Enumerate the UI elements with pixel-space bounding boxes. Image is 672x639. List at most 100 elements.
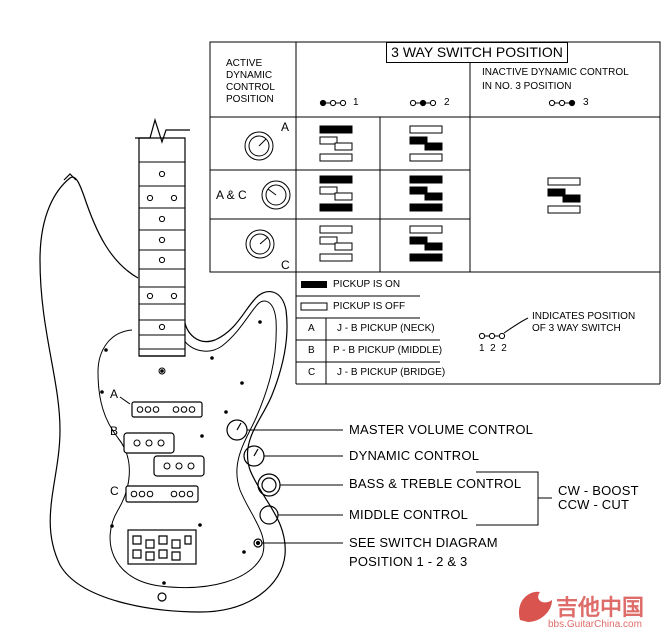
pole-piece (157, 439, 165, 447)
pickup-off-symbol (300, 302, 328, 311)
active-header-line-4: POSITION (226, 94, 274, 105)
middle-control-label: MIDDLE CONTROL (349, 507, 469, 522)
bridge-pickup-state (547, 205, 581, 214)
middle-pickup-lower-state (424, 192, 443, 201)
fret-inlay-dot (158, 323, 166, 331)
pickup-state-grid (319, 125, 581, 262)
middle-pickup-lower-state (334, 242, 353, 251)
switch-indicator-symbol (478, 317, 529, 340)
bridge-pickup-state (409, 253, 443, 262)
neck-pickup-state (409, 175, 443, 184)
bass-treble-knob (257, 473, 281, 497)
middle-pickup-lower-state (424, 142, 443, 151)
row-label-a-and-c: A & C (216, 188, 247, 202)
active-header-line-2: DYNAMIC (226, 70, 273, 81)
three-way-switch (253, 538, 263, 548)
switch-table-title: 3 WAY SWITCH POSITION (386, 42, 568, 63)
row-label-c: C (281, 258, 290, 272)
neck-heel-screw (158, 367, 166, 375)
pole-piece (170, 490, 178, 498)
pickup-b-middle-upper (123, 432, 175, 454)
pole-piece (145, 439, 153, 447)
pickup-label-b: B (110, 424, 119, 438)
bridge-pickup-state (319, 203, 353, 212)
middle-pickup-upper-state (409, 136, 428, 145)
watermark-url: bbs.GuitarChina.com (548, 619, 642, 630)
active-header-line-3: CONTROL (226, 82, 275, 93)
pole-piece (187, 462, 195, 470)
fret-inlay-dot (158, 215, 166, 223)
pickup-b-middle-lower (153, 455, 205, 477)
switch-symbols (319, 99, 576, 107)
bridge-pickup-state (409, 203, 443, 212)
legend-neck-pickup: J - B PICKUP (NECK) (337, 323, 435, 334)
position-2-label: 2 (444, 97, 450, 108)
legend-key-a: A (308, 323, 315, 334)
switch-diagram-label-1: SEE SWITCH DIAGRAM (349, 535, 498, 550)
pole-piece (188, 406, 196, 413)
bass-treble-label: BASS & TREBLE CONTROL (349, 476, 522, 491)
neck-pickup-state (547, 177, 581, 186)
pickup-label-c: C (110, 484, 119, 498)
fret-inlay-dot (146, 194, 154, 202)
inactive-header-line-1: INACTIVE DYNAMIC CONTROL (482, 67, 629, 78)
middle-pickup-lower-state (424, 242, 443, 251)
dynamic-control-label: DYNAMIC CONTROL (349, 448, 480, 463)
pole-piece (172, 406, 180, 413)
middle-pickup-upper-state (319, 136, 338, 145)
master-volume-label: MASTER VOLUME CONTROL (349, 422, 534, 437)
middle-pickup-upper-state (547, 188, 566, 197)
inactive-header-line-2: IN NO. 3 POSITION (482, 81, 572, 92)
bridge-pickup-state (319, 153, 353, 162)
middle-pickup-upper-state (319, 236, 338, 245)
indicates-line-1: INDICATES POSITION (532, 311, 636, 322)
cut-label: CCW - CUT (558, 497, 630, 512)
legend-off-label: PICKUP IS OFF (333, 301, 406, 312)
pickup-label-a: A (110, 387, 119, 401)
fret-inlay-dot (158, 170, 166, 178)
row-label-a: A (281, 120, 290, 134)
bridge-pickup-state (319, 253, 353, 262)
neck-pickup-state (319, 225, 353, 234)
pickup-b-poles (133, 439, 195, 470)
pickguard-screws (100, 320, 262, 585)
pole-piece (130, 490, 138, 498)
pickup-a-neck (131, 401, 203, 418)
knob-icon (261, 180, 291, 210)
boost-label: CW - BOOST (558, 483, 639, 498)
fret-inlay-dot (158, 236, 166, 244)
position-1-label: 1 (353, 97, 359, 108)
switch-diagram-label-2: POSITION 1 - 2 & 3 (349, 554, 468, 569)
neck-pickup-state (319, 125, 353, 134)
neck-pickup-state (409, 225, 443, 234)
fret-inlay-dot (170, 292, 178, 300)
watermark-cn: 吉他中国 (556, 595, 645, 620)
fretboard (139, 161, 185, 375)
neck-pickup-state (409, 125, 443, 134)
active-header-line-1: ACTIVE (226, 58, 263, 69)
pickup-c-poles (130, 490, 194, 498)
pickup-on-symbol (301, 281, 327, 288)
bass-guitar-drawing (39, 117, 288, 613)
middle-pickup-upper-state (409, 186, 428, 195)
knob-icon (244, 131, 274, 161)
pole-piece (152, 406, 160, 413)
neck-pickup-state (319, 175, 353, 184)
fret-inlay-dot (170, 194, 178, 202)
bridge (127, 529, 197, 565)
position-3-label: 3 (583, 97, 589, 108)
middle-pickup-lower-state (334, 192, 353, 201)
knob-icon (245, 229, 275, 259)
middle-pickup-lower-state (334, 142, 353, 151)
pickup-a-poles (136, 406, 196, 413)
pole-piece (138, 490, 146, 498)
pole-piece (186, 490, 194, 498)
pickup-c-bridge (125, 485, 199, 503)
switch-numbers: 1 2 2 (479, 343, 507, 354)
middle-pickup-lower-state (562, 194, 581, 203)
legend-on-label: PICKUP IS ON (333, 279, 401, 290)
pole-piece (146, 490, 154, 498)
switch-table (209, 41, 661, 385)
fret-inlay-dot (146, 292, 154, 300)
master-volume-knob (226, 419, 248, 441)
